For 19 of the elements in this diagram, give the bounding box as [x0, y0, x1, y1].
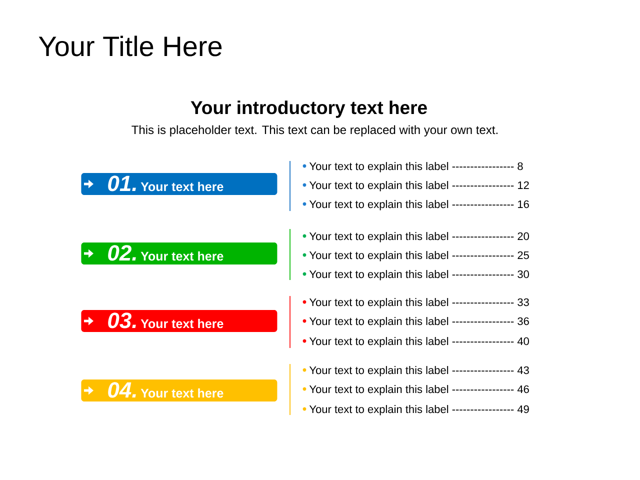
numbered-bar: 02. Your text here [81, 242, 278, 264]
list-item: Your text to explain this label ----------------- 40 [309, 337, 529, 348]
list-item: Your text to explain this label ----------------- 25 [309, 251, 529, 262]
numbered-bar: 03. Your text here [81, 310, 278, 332]
list-item: Your text to explain this label ----------------- 16 [309, 200, 529, 210]
list-item: Your text to explain this label ----------------- 49 [309, 405, 529, 416]
list-item: Your text to explain this label ----------------- 46 [309, 385, 529, 396]
list-item: Your text to explain this label ----------------- 20 [309, 232, 529, 242]
numbered-bar: 04. Your text here [81, 380, 278, 402]
numbered-bar: 01. Your text here [81, 173, 278, 195]
list-item: Your text to explain this label ----------------- 43 [309, 366, 529, 376]
subtitle: This is placeholder text. This text can be replaced with your own text. [132, 125, 498, 136]
list-item: Your text to explain this label ----------------- 30 [309, 270, 529, 280]
list-item: Your text to explain this label ----------------- 33 [309, 298, 529, 308]
list-item: Your text to explain this label ----------------- 8 [309, 162, 523, 172]
title: Your Title Here [38, 36, 222, 56]
list-item: Your text to explain this label ----------------- 12 [309, 181, 529, 192]
list-item: Your text to explain this label ----------------- 36 [309, 317, 529, 328]
heading: Your introductory text here [190, 100, 427, 118]
